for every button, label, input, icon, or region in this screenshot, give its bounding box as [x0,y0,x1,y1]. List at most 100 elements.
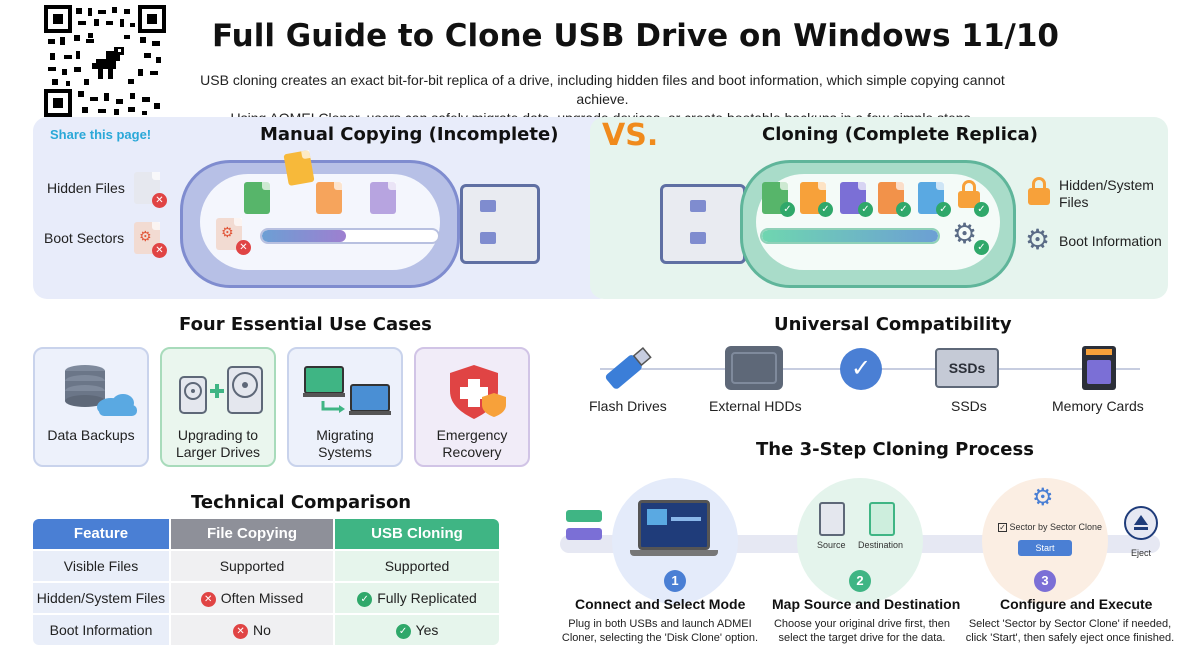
step-1-desc: Plug in both USBs and launch ADMEI Clone… [561,618,759,644]
ssd-icon: SSDs [935,348,999,388]
step-2-desc: Choose your original drive first, then s… [773,618,951,644]
table-cell-copying: Supported [171,551,333,581]
manual-copying-title: Manual Copying (Incomplete) [260,124,559,145]
eject-icon[interactable] [1124,506,1158,540]
compatibility-title: Universal Compatibility [774,314,1012,335]
table-row: Visible Files Supported Supported [33,551,499,581]
check-badge-icon: ✓ [896,202,911,217]
missing-badge-icon: ✕ [152,193,167,208]
lock-icon [958,180,980,208]
vs-label: VS. [602,118,659,153]
missing-boot-badge-icon: ✕ [152,243,167,258]
clone-progress-bar [760,228,940,244]
table-cell-cloning: ✓Yes [335,615,499,645]
cell-text: Yes [415,622,439,638]
boot-gear-icon: ⚙ [1025,224,1051,255]
use-case-upgrading: Upgrading to Larger Drives [160,347,276,467]
check-badge-icon: ✓ [780,202,795,217]
cloning-title: Cloning (Complete Replica) [762,124,1038,145]
compat-label-memory: Memory Cards [1052,398,1144,414]
cell-text: Often Missed [220,590,304,606]
document-file-icon [283,149,315,187]
use-case-label: Upgrading to Larger Drives [175,427,261,460]
source-label: Source [817,540,846,550]
table-cell-copying: ✕Often Missed [171,583,333,613]
check-circle-icon: ✓ [395,623,411,639]
check-badge-icon: ✓ [974,202,989,217]
flash-drive-icon [600,344,654,392]
database-cloud-icon [35,363,147,421]
table-header-cloning: USB Cloning [335,519,499,549]
table-cell-cloning: ✓Fully Replicated [335,583,499,613]
check-circle-icon: ✓ [357,591,373,607]
table-cell-cloning: Supported [335,551,499,581]
sector-clone-label: Sector by Sector Clone [1009,522,1103,532]
use-case-migrating: Migrating Systems [287,347,403,467]
table-cell-copying: ✕No [171,615,333,645]
cell-text: Fully Replicated [377,590,477,606]
start-button[interactable]: Start [1018,540,1072,556]
use-case-data-backups: Data Backups [33,347,149,467]
system-lock-icon [1028,177,1050,205]
hdd-upgrade-icon [162,363,274,421]
use-case-label: Migrating Systems [316,427,374,460]
check-badge-icon: ✓ [858,202,873,217]
laptop-icon [638,500,710,550]
step-1-number: 1 [664,570,686,592]
qr-code [44,5,166,117]
table-header-feature: Feature [33,519,169,549]
share-link[interactable]: Share this page! [50,127,152,142]
image-file-icon [244,182,270,214]
checkmark-icon: ✓ [840,348,882,390]
process-title: The 3-Step Cloning Process [756,439,1034,460]
use-case-label: Data Backups [47,427,135,443]
x-circle-icon: ✕ [233,623,249,639]
step-3-title: Configure and Execute [1000,596,1153,612]
cell-text: No [253,622,271,638]
step-3-number: 3 [1034,570,1056,592]
table-row: Hidden/System Files ✕Often Missed ✓Fully… [33,583,499,613]
checkbox-icon[interactable]: ✓ [998,523,1007,533]
table-cell-feature: Boot Information [33,615,169,645]
settings-gear-icon: ⚙ [1032,484,1054,511]
usb-stick-green-icon [566,510,602,522]
source-drive-icon [819,502,845,536]
purple-file-icon [370,182,396,214]
compat-label-flash: Flash Drives [589,398,667,414]
check-badge-icon: ✓ [974,240,989,255]
table-header-row: Feature File Copying USB Cloning [33,519,499,549]
hidden-files-label: Hidden Files [47,180,125,196]
memory-card-icon [1082,346,1116,390]
compat-label-ssd: SSDs [951,398,987,414]
copy-progress-bar [260,228,440,244]
table-cell-feature: Visible Files [33,551,169,581]
table-cell-feature: Hidden/System Files [33,583,169,613]
table-header-copying: File Copying [171,519,333,549]
destination-label: Destination [858,540,904,550]
intro-line-1: USB cloning creates an exact bit-for-bit… [200,72,1005,107]
page-title: Full Guide to Clone USB Drive on Windows… [212,18,1059,54]
check-badge-icon: ✓ [818,202,833,217]
use-case-emergency: Emergency Recovery [414,347,530,467]
shield-plus-icon [416,363,528,421]
usb-stick-purple-icon [566,528,602,540]
check-badge-icon: ✓ [936,202,951,217]
qr-code-icon [44,5,166,117]
monitor-migrate-icon [289,363,401,421]
use-case-label: Emergency Recovery [436,427,508,460]
sector-clone-option[interactable]: ✓ Sector by Sector Clone [998,522,1103,533]
destination-drive-icon [869,502,895,536]
step-2-title: Map Source and Destination [772,596,961,612]
boot-information-label: Boot Information [1059,233,1162,249]
step-1-title: Connect and Select Mode [575,596,746,612]
step-2-number: 2 [849,570,871,592]
table-row: Boot Information ✕No ✓Yes [33,615,499,645]
step-3-desc: Select 'Sector by Sector Clone' if neede… [965,618,1175,644]
hidden-system-files-label: Hidden/System Files [1059,177,1154,210]
text-file-icon [316,182,342,214]
compat-label-hdd: External HDDs [709,398,802,414]
eject-label: Eject [1131,548,1152,558]
boot-sectors-label: Boot Sectors [44,230,125,246]
external-hdd-icon [725,346,783,390]
use-cases-title: Four Essential Use Cases [179,314,432,335]
